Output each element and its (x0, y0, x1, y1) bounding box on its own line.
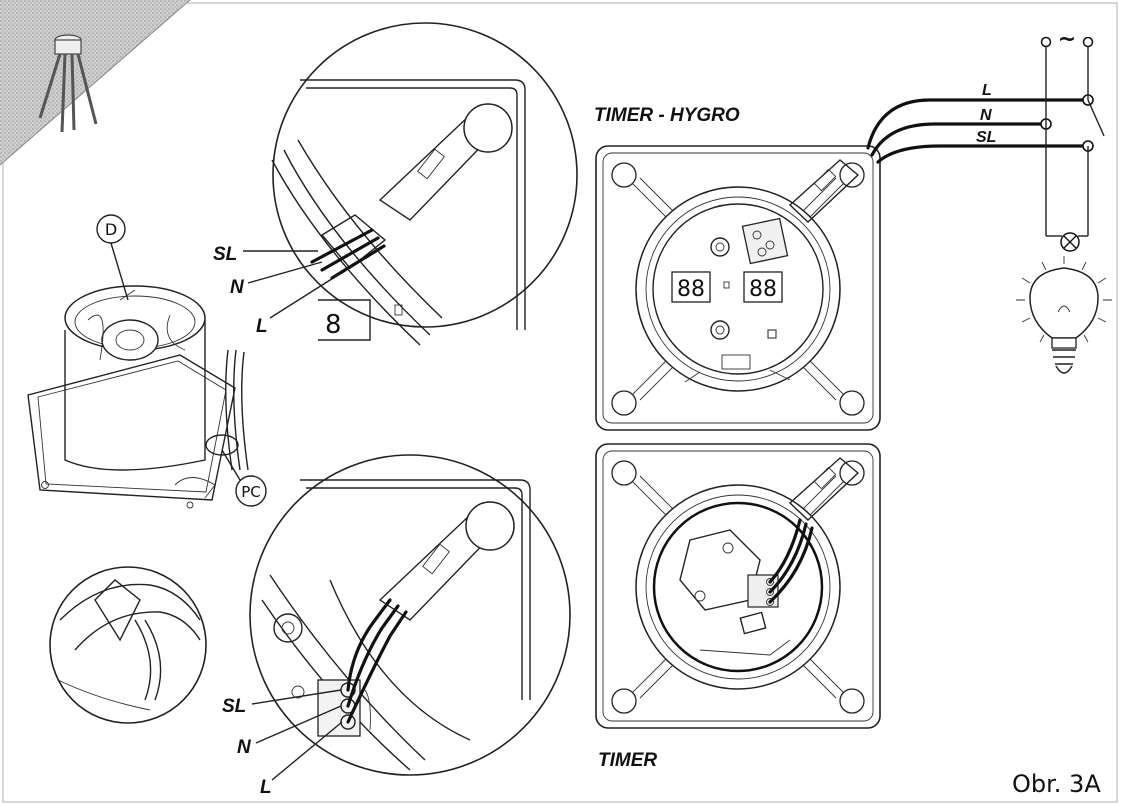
fan-unit-illustration (27, 285, 249, 509)
switch-icon (1087, 99, 1105, 137)
mains-wiring (866, 36, 1094, 237)
top-terminal-sl-label: SL (213, 244, 237, 265)
corner-tab (0, 0, 191, 166)
bottom-n-leader (255, 705, 342, 744)
top-terminal-l-label: L (256, 316, 268, 337)
display-right: 88 (749, 277, 777, 302)
top-l-leader (269, 274, 339, 319)
bottom-l-leader (271, 721, 343, 781)
zoom-circle-timer-terminals (249, 454, 571, 776)
bottom-terminal-l-label: L (260, 777, 272, 798)
figure-reference: Obr. 3A (1012, 770, 1101, 798)
mains-l-label: L (982, 82, 992, 99)
supply-symbol: ~ (1058, 27, 1076, 52)
part-d-label: D (105, 220, 117, 239)
part-d-leader (110, 242, 129, 301)
display-left: 88 (677, 277, 705, 302)
timer-title: TIMER (598, 750, 657, 771)
top-terminal-n-label: N (230, 277, 245, 298)
part-pc-leader (221, 449, 241, 481)
svg-text:8: 8 (325, 310, 342, 340)
bottom-sl-leader (251, 689, 342, 705)
zoom-circle-timer-hygro-terminals: 8 (271, 22, 578, 346)
clip-detail-circle (49, 566, 207, 724)
timer-hygro-title: TIMER - HYGRO (594, 105, 740, 126)
mains-sl-label: SL (976, 129, 996, 146)
lamp-symbol-icon (1060, 232, 1080, 252)
bottom-terminal-n-label: N (237, 737, 252, 758)
bottom-terminal-sl-label: SL (222, 696, 246, 717)
part-pc-label: PC (241, 483, 261, 501)
top-n-leader (247, 261, 323, 284)
cable-bundle-icon (38, 34, 98, 133)
timer-hygro-panel: 88 88 (595, 145, 881, 431)
mains-n-label: N (980, 107, 992, 124)
timer-panel (595, 443, 881, 729)
part-pc-callout (235, 475, 267, 507)
light-bulb-icon (1016, 256, 1112, 374)
